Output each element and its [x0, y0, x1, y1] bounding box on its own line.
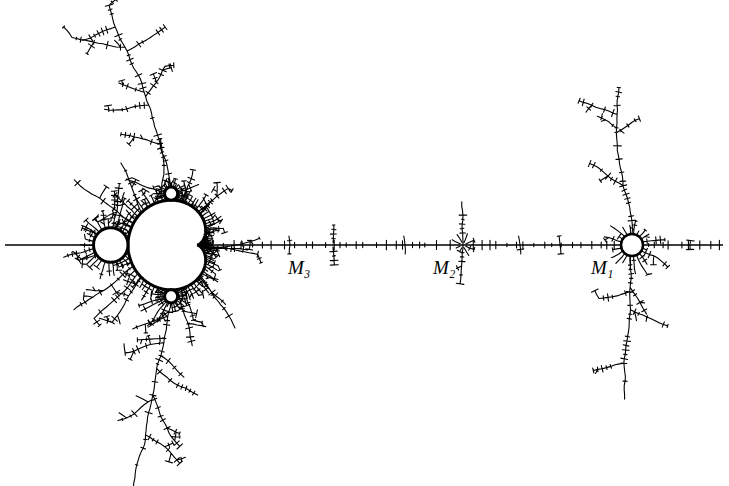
fractal-filaments	[63, 0, 720, 486]
bulb	[165, 290, 178, 303]
main-cardioid	[128, 200, 206, 290]
copy-label: M₂	[432, 258, 456, 279]
copy-label: M₁	[590, 258, 614, 279]
small-copy	[621, 234, 643, 256]
bulb	[94, 228, 129, 263]
bulb	[165, 187, 178, 200]
copy-label: M₃	[287, 258, 311, 279]
